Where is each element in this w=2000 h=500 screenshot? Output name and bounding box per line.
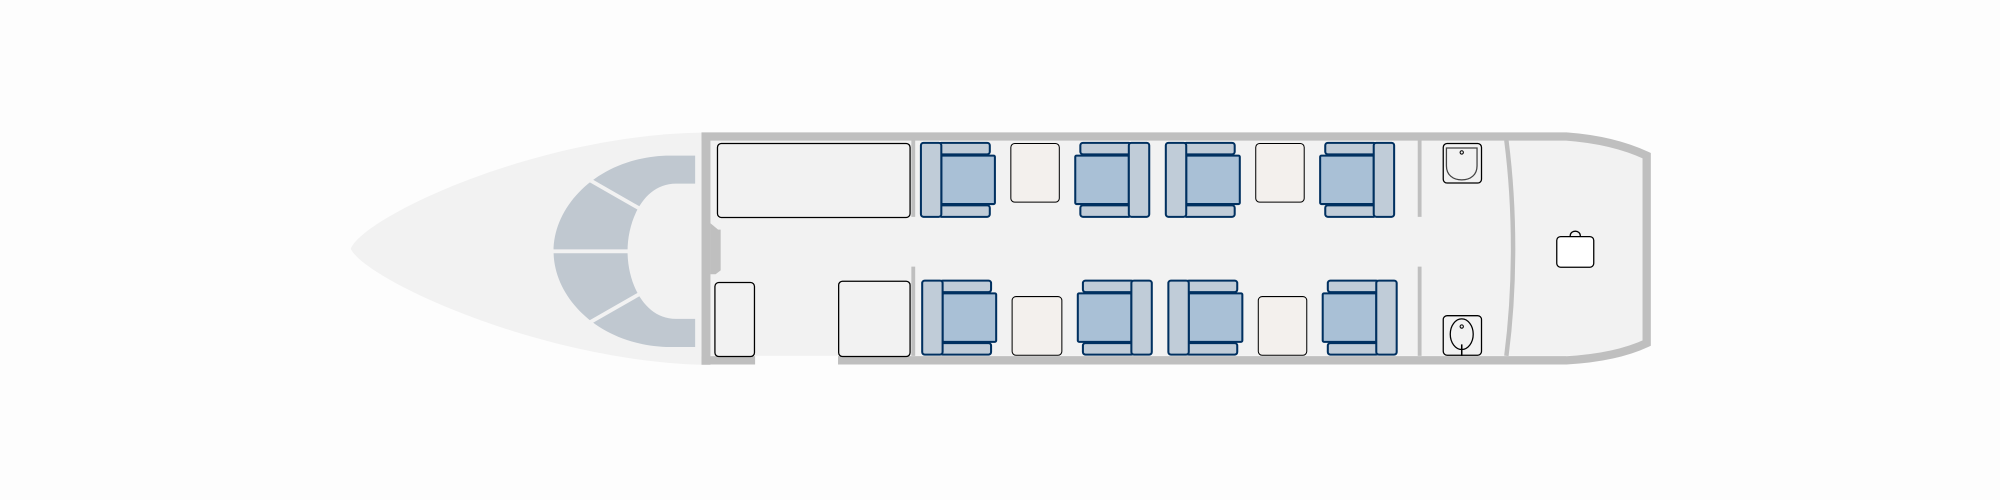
seat-back <box>1375 279 1398 356</box>
seat[interactable] <box>1321 279 1398 356</box>
seat-back <box>921 279 944 356</box>
armrest <box>1182 141 1236 156</box>
armrest <box>1324 204 1378 218</box>
seat-cushion <box>1185 154 1241 206</box>
armrest <box>1081 342 1135 356</box>
seat-cushion <box>940 154 996 206</box>
cabin-dividers <box>911 140 1422 356</box>
side-table[interactable] <box>1010 142 1060 203</box>
galley[interactable] <box>838 280 911 358</box>
lavatory-toilet[interactable] <box>1442 315 1483 356</box>
credenza[interactable] <box>716 142 911 219</box>
closet[interactable] <box>714 281 756 358</box>
armrest <box>937 204 991 218</box>
toilet-flush-icon <box>1459 324 1464 329</box>
armrest <box>1079 204 1133 218</box>
faucet-icon <box>1459 150 1464 155</box>
seat[interactable] <box>1167 279 1244 356</box>
seat[interactable] <box>1074 141 1151 218</box>
seat-cushion <box>1074 154 1130 206</box>
seat-back <box>1127 141 1151 218</box>
armrest <box>1326 279 1380 294</box>
bulkhead-door-frame <box>710 223 721 275</box>
seat-cushion <box>1076 292 1133 343</box>
seat-back <box>1164 141 1188 218</box>
side-table[interactable] <box>1011 296 1063 356</box>
armrest <box>1185 279 1239 294</box>
seat[interactable] <box>1319 141 1396 218</box>
armrest <box>1185 342 1239 356</box>
sink-basin-icon <box>1445 147 1478 181</box>
seat[interactable] <box>919 141 996 218</box>
seat-cushion <box>1187 292 1244 343</box>
seat-back <box>919 141 943 218</box>
fuselage-wall-top <box>701 132 1651 365</box>
armrest <box>937 141 991 156</box>
armrest <box>1081 279 1135 294</box>
seat-back <box>1372 141 1396 218</box>
armrest <box>1324 141 1378 156</box>
armrest <box>939 342 993 356</box>
seat-cushion <box>941 292 998 343</box>
seat-back <box>1130 279 1153 356</box>
side-tables <box>1010 142 1308 356</box>
armrest <box>1079 141 1133 156</box>
seat[interactable] <box>921 279 998 356</box>
divan-separators <box>551 178 644 325</box>
seat-cushion <box>1319 154 1375 206</box>
seat[interactable] <box>1076 279 1153 356</box>
side-table[interactable] <box>1257 296 1308 356</box>
armrest <box>1326 342 1380 356</box>
lavatory-sink[interactable] <box>1442 142 1483 184</box>
seats <box>919 141 1398 356</box>
side-table[interactable] <box>1255 142 1305 203</box>
forward-bulkhead <box>701 132 711 365</box>
armrest <box>939 279 993 294</box>
seat-back <box>1167 279 1190 356</box>
baggage-icon[interactable] <box>1556 230 1595 268</box>
seat[interactable] <box>1164 141 1241 218</box>
armrest <box>1182 204 1236 218</box>
aft-bulkhead <box>1504 140 1516 357</box>
seat-cushion <box>1321 292 1378 343</box>
